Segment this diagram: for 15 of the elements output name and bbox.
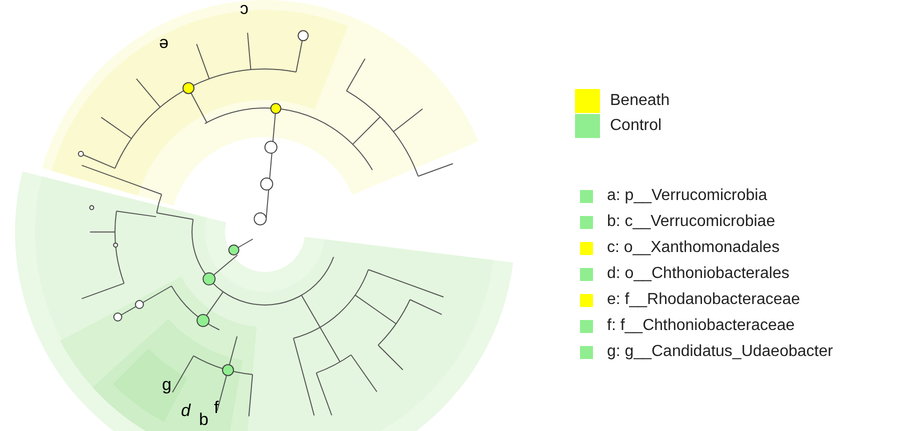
- legend-label: Control: [610, 116, 662, 136]
- legend-label: f: f__Chthoniobacteraceae: [607, 316, 795, 336]
- legend-label: c: o__Xanthomonadales: [607, 238, 780, 258]
- clade-letter: c: [240, 2, 248, 19]
- clade-letter: f: [214, 399, 219, 416]
- legend-label: d: o__Chthoniobacterales: [607, 264, 790, 284]
- clade-letter: b: [199, 411, 208, 428]
- legend-label: a: p__Verrucomicrobia: [607, 186, 768, 206]
- legend-label: Beneath: [610, 90, 670, 110]
- legend-label: g: g__Candidatus_Udaeobacter: [607, 342, 833, 362]
- legend-label: b: c__Verrucomicrobiae: [607, 212, 776, 232]
- clade-letter: g: [162, 376, 172, 393]
- legend-label: e: f__Rhodanobacteraceae: [607, 290, 800, 310]
- clade-letter: d: [181, 402, 190, 419]
- clade-letter: e: [159, 36, 168, 53]
